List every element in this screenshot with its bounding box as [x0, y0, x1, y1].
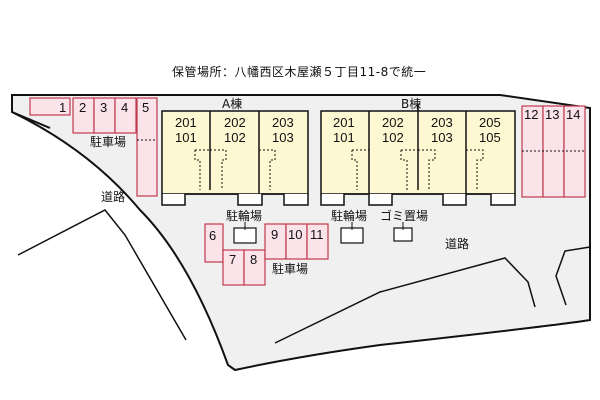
road-label-right: 道路: [445, 236, 469, 251]
garbage-area-label: ゴミ置場: [380, 208, 428, 223]
unit-b-205: 205: [479, 115, 501, 130]
parking-space-8: [243, 249, 266, 286]
road-label-left: 道路: [101, 189, 125, 204]
parking-number-1: 1: [59, 100, 66, 115]
road-line-right-lower: [274, 257, 536, 344]
unit-a-103: 103: [272, 130, 294, 145]
parking-number-8: 8: [250, 252, 257, 267]
unit-a-202: 202: [224, 115, 246, 130]
parking-space-11: [306, 223, 329, 260]
parking-number-9: 9: [271, 227, 278, 242]
page-title: 保管場所：八幡西区木屋瀬５丁目11-8で統一: [172, 65, 427, 79]
parking-space-6: [204, 223, 224, 263]
parking-number-13: 13: [545, 107, 559, 122]
unit-b-102: 102: [382, 130, 404, 145]
unit-a-102: 102: [224, 130, 246, 145]
bicycle-parking-label-2: 駐輪場: [331, 208, 367, 223]
parking-group-bottom: [204, 223, 329, 286]
unit-a-203: 203: [272, 115, 294, 130]
parking-space-1: [29, 97, 71, 116]
parking-label-top-left: 駐車場: [90, 134, 126, 149]
parking-space-5: [136, 97, 158, 197]
unit-b-201: 201: [333, 115, 355, 130]
parking-number-5: 5: [142, 100, 149, 115]
building-a: [161, 110, 309, 206]
parking-number-6: 6: [209, 228, 216, 243]
bicycle-parking-label-1: 駐輪場: [226, 208, 262, 223]
bicycle-parking-1: [233, 227, 257, 244]
parking-number-12: 12: [524, 107, 538, 122]
parking-number-10: 10: [288, 227, 302, 242]
unit-b-203: 203: [431, 115, 453, 130]
building-b: [320, 104, 516, 206]
parking-label-bottom: 駐車場: [272, 261, 308, 276]
unit-b-101: 101: [333, 130, 355, 145]
building-a-label: A棟: [222, 96, 242, 111]
building-b-label: B棟: [401, 96, 421, 111]
road-line-far-right: [555, 246, 591, 306]
parking-number-4: 4: [121, 100, 128, 115]
parking-number-11: 11: [310, 227, 324, 242]
parking-group-top-left: [29, 97, 158, 197]
unit-b-105: 105: [479, 130, 501, 145]
road-line-left-inner: [17, 209, 187, 341]
parking-space-4: [114, 97, 137, 134]
unit-b-202: 202: [382, 115, 404, 130]
parking-number-2: 2: [79, 100, 86, 115]
unit-b-103: 103: [431, 130, 453, 145]
parking-number-14: 14: [566, 107, 580, 122]
unit-a-101: 101: [175, 130, 197, 145]
parking-number-3: 3: [100, 100, 107, 115]
bicycle-parking-2: [340, 227, 364, 244]
parking-number-7: 7: [229, 252, 236, 267]
unit-a-201: 201: [175, 115, 197, 130]
